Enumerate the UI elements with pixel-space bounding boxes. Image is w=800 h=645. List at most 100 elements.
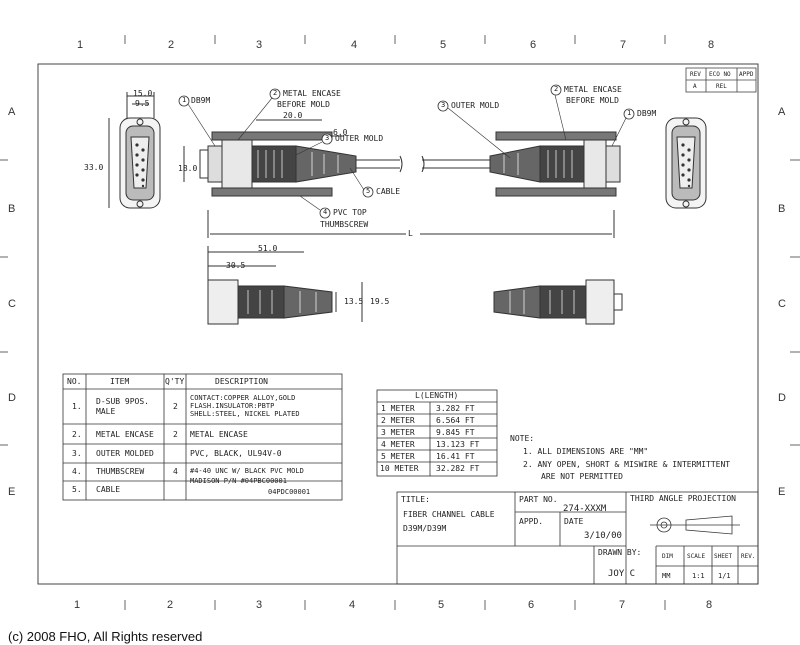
scale-label: SCALE — [687, 553, 706, 560]
title-label: TITLE: — [401, 495, 430, 504]
bom-header-qty: Q'TY — [165, 377, 185, 386]
bom-item: MALE — [96, 407, 116, 416]
row-label: A — [778, 106, 786, 118]
appd-header: APPD — [739, 71, 754, 78]
col-label: 4 — [349, 599, 356, 611]
projection-label: THIRD ANGLE PROJECTION — [630, 494, 736, 503]
copyright-text: (c) 2008 FHO, All Rights reserved — [8, 629, 203, 644]
left-face-view — [108, 92, 161, 209]
callout-length-l: L — [408, 229, 413, 238]
bom-item: D-SUB 9POS. — [96, 397, 149, 406]
col-label: 3 — [256, 39, 263, 51]
title-line2: D39M/D39M — [403, 524, 447, 533]
rev-value: A — [693, 83, 697, 90]
callout-thumbscrew: THUMBSCREW — [320, 220, 369, 229]
partno-label: PART NO. — [519, 495, 558, 504]
bom-no: 3. — [72, 449, 82, 458]
length-meter: 4 METER — [381, 440, 415, 449]
bom-header-desc: DESCRIPTION — [215, 377, 268, 386]
date-label: DATE — [564, 517, 584, 526]
length-feet: 6.564 FT — [436, 416, 475, 425]
callout-num: 4 — [323, 208, 328, 216]
dim-9-5: 9.5 — [135, 99, 150, 108]
dim-13-5: 13.5 — [344, 297, 364, 306]
callout-num: 1 — [627, 109, 632, 117]
dim-51: 51.0 — [258, 244, 278, 253]
col-label: 1 — [74, 599, 81, 611]
partno-value: 274-XXXM — [563, 504, 607, 514]
dim-20: 20.0 — [283, 111, 303, 120]
bom-item: OUTER MOLDED — [96, 449, 154, 458]
appd-label: APPD. — [519, 517, 544, 526]
row-label: E — [778, 486, 786, 498]
dim-19-5: 19.5 — [370, 297, 390, 306]
dim-15: 15.0 — [133, 89, 153, 98]
left-connector-side — [183, 119, 406, 238]
bom-qty: 4 — [173, 467, 178, 476]
dim-label: DIM — [662, 553, 673, 560]
col-label: 1 — [77, 39, 84, 51]
length-meter: 1 METER — [381, 404, 415, 413]
note-item: ARE NOT PERMITTED — [541, 472, 623, 481]
length-meter: 10 METER — [380, 464, 419, 473]
dim-6: 6.0 — [333, 128, 348, 137]
row-label: C — [778, 298, 786, 310]
dim-value: MM — [662, 572, 671, 580]
bom-header-item: ITEM — [110, 377, 130, 386]
bom-desc: PVC, BLACK, UL94V-0 — [190, 449, 282, 458]
row-label: D — [778, 392, 786, 404]
bom-no: 4. — [72, 467, 82, 476]
title-block-grid — [396, 491, 759, 585]
eco-header: ECO NO — [709, 71, 731, 78]
bom-desc: #4-40 UNC W/ BLACK PVC MOLD — [190, 467, 304, 475]
length-feet: 13.123 FT — [436, 440, 480, 449]
sheet-value: 1/1 — [718, 572, 731, 580]
length-meter: 2 METER — [381, 416, 415, 425]
row-label: E — [8, 486, 16, 498]
right-face-view — [665, 117, 707, 209]
bom-desc: MADISON P/N #04PBC00001 — [190, 477, 287, 485]
callout-pvc-top: PVC TOP — [333, 208, 367, 217]
callout-db9m-right: DB9M — [637, 109, 657, 118]
callout-num: 3 — [441, 101, 446, 109]
bom-desc: METAL ENCASE — [190, 430, 248, 439]
bom-qty: 2 — [173, 402, 178, 411]
callout-before-mold-left: BEFORE MOLD — [277, 100, 330, 109]
bom-desc: CONTACT:COPPER ALLOY,GOLD — [190, 394, 296, 402]
col-label: 7 — [619, 599, 626, 611]
callout-num: 2 — [273, 89, 278, 97]
col-label: 5 — [438, 599, 445, 611]
row-label: B — [778, 203, 786, 215]
bom-desc: 04PDC00001 — [268, 488, 311, 496]
note-item: 2. ANY OPEN, SHORT & MISWIRE & INTERMITT… — [523, 460, 731, 469]
length-feet: 16.41 FT — [436, 452, 475, 461]
col-label: 6 — [530, 39, 537, 51]
bom-item: CABLE — [96, 485, 121, 494]
col-label: 5 — [440, 39, 447, 51]
col-label: 2 — [168, 39, 175, 51]
length-feet: 3.282 FT — [436, 404, 475, 413]
rev-label: REV. — [741, 553, 756, 560]
length-feet: 9.845 FT — [436, 428, 475, 437]
scale-value: 1:1 — [692, 572, 705, 580]
callout-num: 1 — [182, 96, 187, 104]
title-line1: FIBER CHANNEL CABLE — [403, 510, 495, 519]
bom-header-no: NO. — [67, 377, 82, 386]
bom-desc: SHELL:STEEL, NICKEL PLATED — [190, 410, 300, 418]
callout-db9m-left: DB9M — [191, 96, 211, 105]
callout-metal-encase-right: METAL ENCASE — [564, 85, 622, 94]
callout-num: 5 — [366, 187, 371, 195]
bom-item: METAL ENCASE — [96, 430, 154, 439]
length-feet: 32.282 FT — [436, 464, 480, 473]
callout-num: 2 — [554, 85, 559, 93]
note-item: 1. ALL DIMENSIONS ARE "MM" — [523, 447, 649, 456]
dim-18: 18.0 — [178, 164, 198, 173]
length-meter: 5 METER — [381, 452, 415, 461]
col-label: 3 — [256, 599, 263, 611]
col-label: 7 — [620, 39, 627, 51]
sheet-label: SHEET — [714, 553, 733, 560]
row-label: D — [8, 392, 16, 404]
left-top-view — [207, 246, 363, 325]
bom-table-grid — [62, 373, 343, 501]
col-label: 2 — [167, 599, 174, 611]
